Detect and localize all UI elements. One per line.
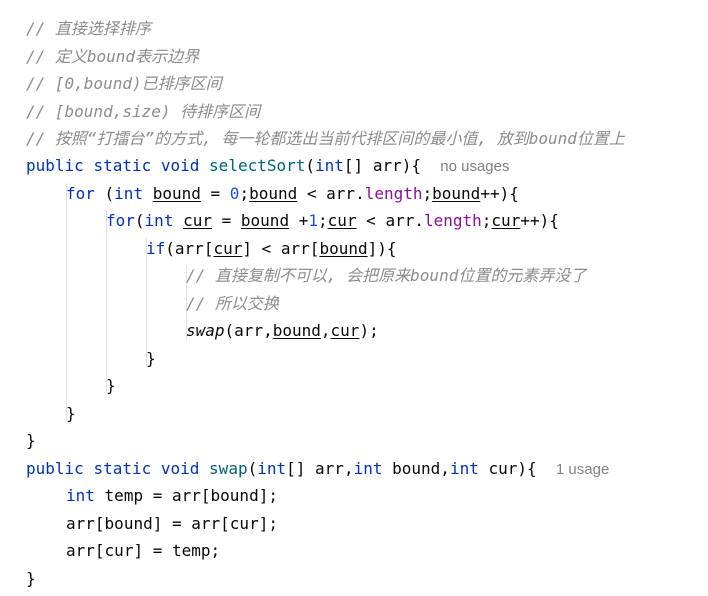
code-line-temp: int temp = arr[bound]; bbox=[66, 486, 278, 505]
field-name: length bbox=[423, 211, 482, 230]
identifier: cur bbox=[330, 321, 360, 340]
code-brace: } bbox=[106, 376, 116, 395]
keyword: static bbox=[93, 156, 152, 175]
code-brace: } bbox=[66, 404, 76, 423]
identifier: temp bbox=[104, 486, 144, 505]
code-comment: // [0,bound)已排序区间 bbox=[26, 74, 222, 93]
identifier: arr bbox=[66, 514, 95, 533]
identifier: bound bbox=[432, 184, 481, 203]
method-call[interactable]: swap bbox=[186, 321, 225, 340]
identifier: bound bbox=[249, 184, 298, 203]
identifier: arr bbox=[191, 514, 221, 533]
code-brace: } bbox=[146, 349, 156, 368]
keyword: int bbox=[66, 486, 95, 505]
code-brace: } bbox=[26, 431, 36, 450]
identifier: cur bbox=[488, 459, 518, 478]
code-comment: // 定义bound表示边界 bbox=[26, 47, 200, 66]
identifier: bound bbox=[319, 239, 368, 258]
indent-guide bbox=[106, 211, 107, 393]
indent-guide bbox=[146, 238, 147, 366]
keyword: static bbox=[93, 459, 152, 478]
code-line-assign-cur: arr[cur] = temp; bbox=[66, 541, 221, 560]
identifier: arr bbox=[171, 486, 201, 505]
code-line-if: if(arr[cur] < arr[bound]){ bbox=[146, 239, 397, 258]
identifier: arr bbox=[326, 184, 356, 203]
code-line-outer-for: for (int bound = 0;bound < arr.length;bo… bbox=[66, 184, 519, 203]
keyword: public bbox=[26, 459, 84, 478]
code-line-swap-call: swap(arr,bound,cur); bbox=[186, 321, 379, 340]
identifier: arr bbox=[372, 156, 402, 175]
code-line-assign-bound: arr[bound] = arr[cur]; bbox=[66, 514, 278, 533]
identifier: cur bbox=[229, 514, 259, 533]
identifier: arr bbox=[66, 541, 95, 560]
identifier: bound bbox=[240, 211, 290, 230]
code-comment: // 按照“打擂台”的方式, 每一轮都选出当前代排区间的最小值, 放到bound… bbox=[26, 129, 625, 148]
code-line-inner-for: for(int cur = bound +1;cur < arr.length;… bbox=[106, 211, 559, 230]
code-line-selectsort-signature: public static void selectSort(int[] arr)… bbox=[26, 156, 510, 175]
keyword: for bbox=[106, 211, 135, 230]
field-name: length bbox=[364, 184, 423, 203]
keyword: int bbox=[257, 459, 287, 478]
keyword: if bbox=[146, 239, 166, 258]
keyword: int bbox=[449, 459, 479, 478]
identifier: cur bbox=[327, 211, 357, 230]
code-comment: // 直接选择排序 bbox=[26, 19, 151, 38]
identifier: arr bbox=[315, 459, 344, 478]
keyword: void bbox=[160, 459, 200, 478]
method-name[interactable]: swap bbox=[209, 459, 248, 478]
keyword: for bbox=[66, 184, 95, 203]
number-literal: 1 bbox=[308, 211, 318, 230]
identifier: bound bbox=[210, 486, 259, 505]
keyword: public bbox=[26, 156, 84, 175]
identifier: cur bbox=[213, 239, 243, 258]
code-brace: } bbox=[26, 569, 36, 588]
identifier: cur bbox=[491, 211, 521, 230]
number-literal: 0 bbox=[229, 184, 240, 203]
keyword: int bbox=[114, 184, 144, 203]
identifier: bound bbox=[272, 321, 321, 340]
identifier: arr bbox=[280, 239, 310, 258]
identifier: bound bbox=[392, 459, 441, 478]
identifier: cur bbox=[104, 541, 134, 560]
keyword: int bbox=[353, 459, 383, 478]
usage-hint[interactable]: 1 usage bbox=[555, 461, 610, 478]
code-line-swap-signature: public static void swap(int[] arr,int bo… bbox=[26, 459, 610, 478]
identifier: temp bbox=[171, 541, 211, 560]
identifier: bound bbox=[104, 514, 153, 533]
indent-guide bbox=[186, 266, 187, 340]
code-comment: // 所以交换 bbox=[186, 294, 279, 313]
identifier: cur bbox=[183, 211, 212, 230]
identifier: arr bbox=[174, 239, 204, 258]
identifier: arr bbox=[385, 211, 415, 230]
indent-guide bbox=[66, 183, 67, 421]
keyword: int bbox=[315, 156, 344, 175]
code-comment: // [bound,size) 待排序区间 bbox=[26, 102, 261, 121]
usage-hint[interactable]: no usages bbox=[440, 158, 510, 175]
identifier: bound bbox=[152, 184, 201, 203]
keyword: int bbox=[144, 211, 174, 230]
method-name[interactable]: selectSort bbox=[209, 156, 306, 175]
keyword: void bbox=[160, 156, 200, 175]
code-comment: // 直接复制不可以, 会把原来bound位置的元素弄没了 bbox=[186, 266, 587, 285]
identifier: arr bbox=[234, 321, 264, 340]
